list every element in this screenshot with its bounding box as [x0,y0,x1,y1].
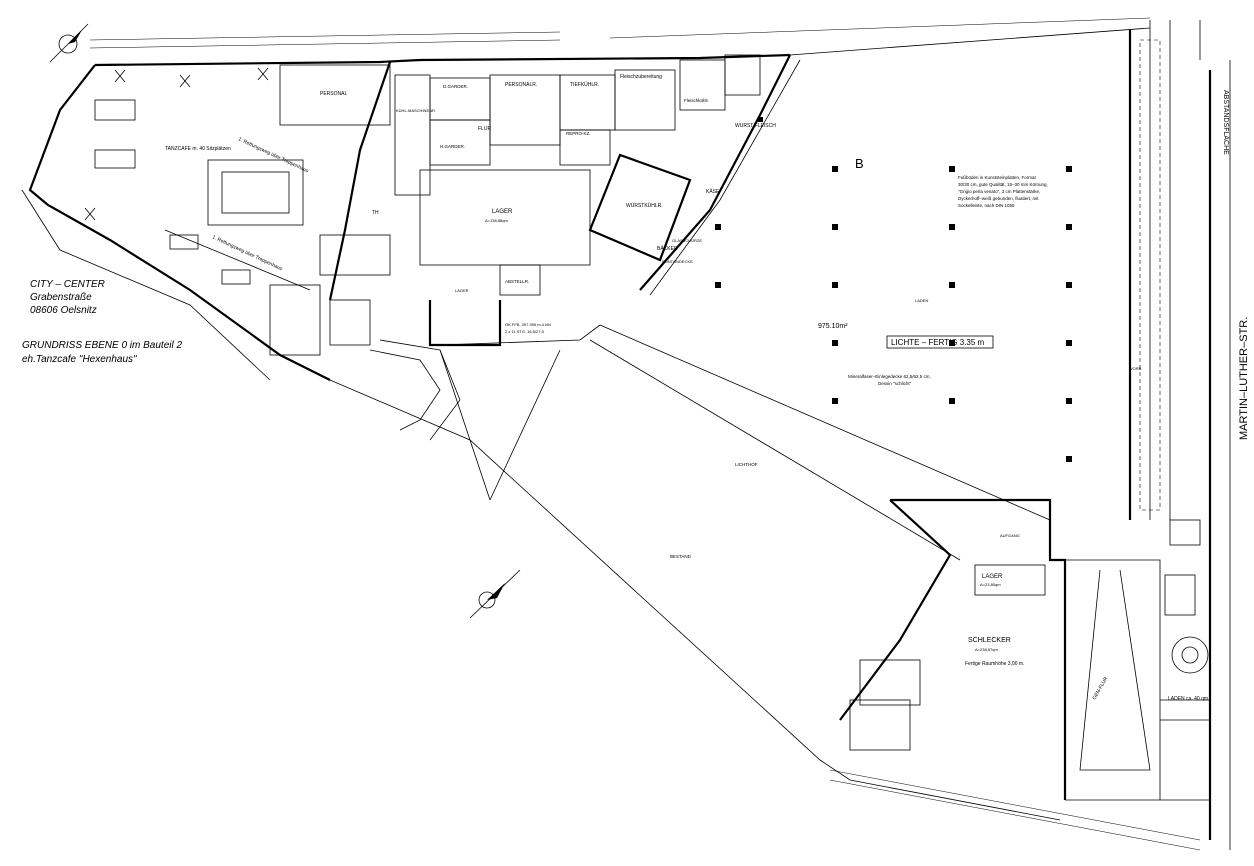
area-label-975: 975.10m² [818,323,848,330]
room-aufgang: AUFGANG [1000,533,1020,538]
room-laden-40: LADEN ca. 40 qm [1168,696,1208,702]
room-glasschuerze: GLASSCHÜRZE [672,238,702,243]
project-name: CITY – CENTER [30,279,105,290]
room-tiefkuehlr: TIEFKÜHLR. [570,81,599,88]
project-street: Grabenstraße [30,292,92,303]
room-tanzcafe: TANZCAFE m. 40 Sitzplätzen [165,146,231,152]
lichte-box: LICHTE – FERTIG 3.35 m [886,335,994,349]
room-kuehlmaschinenr: KÜHL-MASCHINENR. [396,108,436,113]
room-lager-small: LAGER [455,288,469,293]
room-rettungsweg-1: 1. Rettungsweg über Treppenhaus [237,136,310,174]
plan-title: GRUNDRISS EBENE 0 im Bauteil 2 [22,340,182,351]
project-city: 08606 Oelsnitz [30,305,97,316]
lichte-label: LICHTE – FERTIG 3.35 m [891,338,985,347]
title-block: CITY – CENTER Grabenstraße 08606 Oelsnit… [22,279,182,365]
room-baecker: BÄCKER [657,245,678,252]
note-stg: 2 x 11 STG. 16,5/27,5 [505,329,545,334]
gen-flur-label: GEN-FLUR [1092,676,1110,701]
room-schlecker: SCHLECKER [968,637,1011,644]
service-rooms [164,54,1209,751]
note-fussboden-line: 30/30 cm, gute Qualität, 15–30 mm Körnun… [958,182,1048,187]
room-raumhoehe: Fertige Raumhöhe 3,00 m. [965,661,1024,667]
note-fussboden-line: Sockelleiste, nach DIN 1055 [958,203,1015,208]
room-dgarder: D.GARDER. [443,84,468,89]
lichthof-label: LICHTHOF [735,462,758,467]
north-arrow-icon [49,23,89,63]
room-th: TH [372,210,379,216]
room-labels: TANZCAFE m. 40 Sitzplätzen 1. Rettungswe… [165,74,1208,702]
vorb-label: VORB. [1130,366,1142,371]
room-pontondecke: PONTONDECKE [662,259,693,264]
building-outline [21,17,1231,851]
room-fleischzubereitung: Fleischzubereitung [620,74,662,80]
room-wurstkuehlr: WURSTKÜHLR. [626,202,663,209]
room-personal: PERSONAL [320,91,347,97]
furniture-marks [84,39,1161,511]
note-decke-line: Mineralfaser–Einlegedecke 62,5/62,5 cm, [848,374,931,379]
north-arrow-icon-large [469,569,521,619]
room-hgarder: H.GARDER. [440,144,465,149]
column-grid [715,117,1072,462]
room-lager-schlecker-area: A=23,80qm [980,582,1001,587]
room-fleischkuehlr: Fleischkühlr. [684,98,709,103]
note-okffb: OK.FFB. 397.395 m.ü.NN [505,322,551,327]
plan-subtitle: eh.Tanzcafe "Hexenhaus" [22,354,137,365]
room-flur: FLUR [478,126,491,132]
room-lager: LAGER [492,209,513,215]
note-decke: Mineralfaser–Einlegedecke 62,5/62,5 cm, … [848,374,931,386]
note-fussboden-line: Fußböden in Kunststeinplatten, Format [958,175,1037,180]
room-wurst-fleisch: WURST/FLEISCH [735,123,776,129]
note-fussboden: Fußböden in Kunststeinplatten, Format 30… [958,175,1048,208]
note-decke-line: Dessin "schlicht" [878,381,912,386]
note-fussboden-line: "Grigio perla venato", 3 cm Plattenstärk… [958,189,1040,194]
zone-b-label: B [855,156,864,171]
room-personalr: PERSONALR. [505,82,537,88]
note-fussboden-line: Dyckerhoff–weiß gebunden, fluatiert, mit [958,196,1039,201]
room-abstellr: ABSTELLR. [505,279,529,284]
room-lager-area: A=138,88qm [485,218,508,223]
street-label-martin-luther: MARTIN–LUTHER–STR. [1238,317,1250,440]
room-lager-schlecker: LAGER [982,574,1003,580]
room-laden-b: LADEN [915,298,928,303]
room-repro: REPRO-KZ. [566,131,591,136]
room-schlecker-area: A=238,57qm [975,647,998,652]
street-label-abstandsflaeche: ABSTANDSFLÄCHE [1222,90,1230,155]
bestand-label: BESTAND [670,554,692,559]
room-kaese: KÄSE [706,188,720,195]
